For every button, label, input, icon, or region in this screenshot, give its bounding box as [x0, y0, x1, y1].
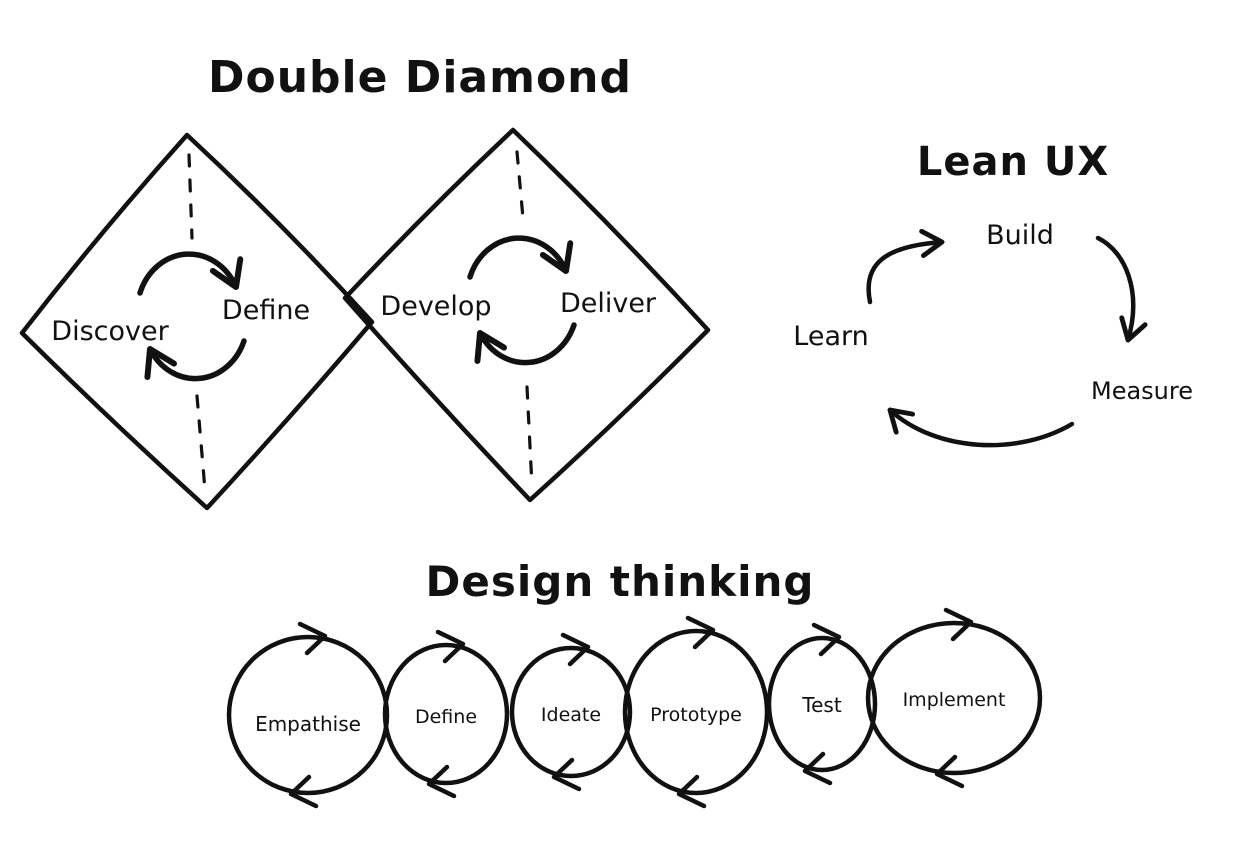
diamond-develop-deliver-outline: [342, 127, 711, 503]
stage-label: Empathise: [255, 712, 361, 736]
stage-label: Define: [415, 706, 477, 728]
diamond1-dashed-centerline-top: [187, 153, 194, 240]
clockwise-arrow-top-icon: [811, 622, 842, 657]
clockwise-arrow-bottom-icon: [934, 754, 965, 789]
label-define: Define: [222, 295, 310, 326]
clockwise-arrow-top-icon: [685, 615, 716, 650]
diamond2-dashed-centerline-top: [515, 150, 525, 220]
arrow-measure-to-learn-icon: [887, 407, 1075, 448]
diamond-discover-define-outline: [19, 132, 375, 511]
arrow-learn-to-build-icon: [866, 228, 945, 305]
clockwise-arrow-bottom-icon: [802, 751, 833, 786]
arrow-build-to-measure-icon: [1095, 235, 1148, 343]
clockwise-arrow-top-icon: [435, 629, 466, 664]
stage-define: Define: [382, 629, 510, 799]
stage-label: Ideate: [541, 704, 601, 726]
stage-test: Test: [766, 622, 878, 786]
stage-empathise: Empathise: [226, 621, 390, 809]
lean-ux-section: Lean UX Build Measure Learn: [793, 139, 1193, 448]
stage-circle: [509, 645, 633, 779]
diamond1-dashed-centerline-bottom: [195, 394, 207, 492]
clockwise-arrow-bottom-icon: [426, 764, 457, 799]
stage-circle: [622, 628, 770, 796]
label-deliver: Deliver: [560, 288, 657, 319]
stage-circle: [766, 635, 878, 773]
lean-ux-title: Lean UX: [917, 139, 1109, 185]
stage-label: Test: [801, 693, 842, 717]
stage-prototype: Prototype: [622, 615, 770, 809]
clockwise-arrow-top-icon: [297, 621, 328, 656]
label-measure: Measure: [1091, 377, 1193, 405]
double-diamond-title: Double Diamond: [208, 52, 632, 103]
diamond2-dashed-centerline-bottom: [525, 385, 534, 488]
stage-circle: [865, 620, 1043, 776]
clockwise-arrow-top-icon: [943, 607, 974, 642]
clockwise-arrow-bottom-icon: [676, 774, 707, 809]
clockwise-arrow-bottom-icon: [551, 757, 582, 792]
diamond1-cycle-top-arrow-icon: [137, 251, 244, 296]
double-diamond-section: Double Diamond Discover Define Develop D…: [19, 52, 711, 511]
diamond2-cycle-bottom-arrow-icon: [474, 322, 577, 366]
label-build: Build: [986, 220, 1054, 251]
label-discover: Discover: [51, 316, 169, 347]
diamond2-cycle-top-arrow-icon: [467, 235, 574, 280]
stage-ideate: Ideate: [509, 632, 633, 792]
clockwise-arrow-bottom-icon: [288, 774, 319, 809]
clockwise-arrow-top-icon: [560, 632, 591, 667]
label-learn: Learn: [793, 321, 868, 352]
stage-implement: Implement: [865, 607, 1043, 789]
design-thinking-title: Design thinking: [426, 557, 815, 606]
design-thinking-section: Design thinking Empathise Define Ide: [226, 557, 1043, 809]
label-develop: Develop: [380, 291, 491, 322]
stage-circle: [382, 642, 510, 786]
diamond1-cycle-bottom-arrow-icon: [144, 338, 247, 382]
stage-label: Prototype: [650, 704, 742, 726]
stage-label: Implement: [903, 689, 1006, 711]
